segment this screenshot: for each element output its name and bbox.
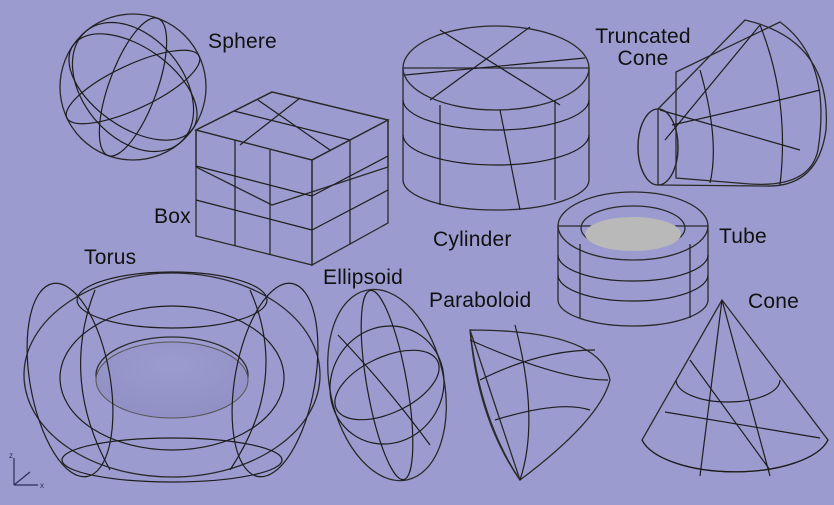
ucs-axis-icon: z x [9,451,44,490]
paraboloid-shape [469,324,611,481]
cylinder-shape [402,25,590,211]
svg-text:x: x [40,481,44,490]
box-label: Box [154,205,191,228]
cone-label: Cone [748,290,800,313]
truncated-cone-label-line2: Cone [617,47,669,71]
cylinder-label: Cylinder [433,228,512,251]
tube-shape [557,191,709,327]
paraboloid-label: Paraboloid [429,289,532,312]
tube-label: Tube [719,225,767,248]
svg-text:z: z [9,451,13,460]
truncated-cone-shape [637,19,828,187]
torus-label: Torus [84,246,137,269]
cone-shape [641,298,829,477]
sphere-shape [59,13,207,161]
ellipsoid-shape [327,288,447,482]
ellipsoid-label: Ellipsoid [323,266,404,289]
truncated-cone-label: Truncated Cone [584,25,702,71]
truncated-cone-label-line1: Truncated [595,25,691,48]
box-shape [194,91,390,267]
torus-shape [23,271,321,483]
sphere-label: Sphere [208,30,277,53]
